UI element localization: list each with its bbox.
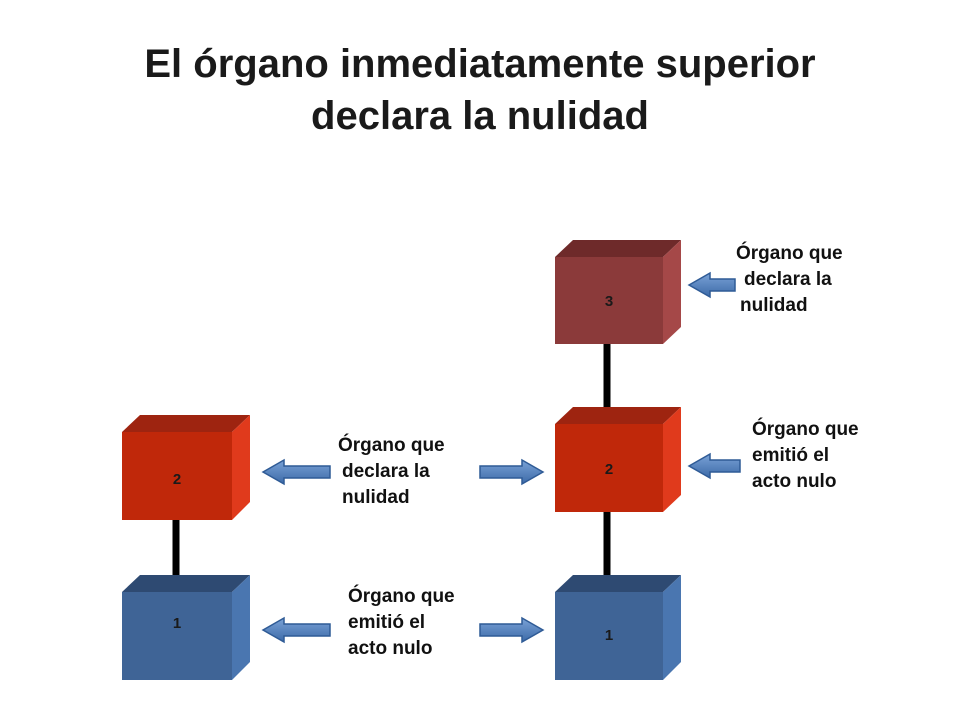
left-arrow-upper [261,458,331,486]
right-top-box: 3 [555,240,681,344]
right-bottom-box: 1 [555,575,681,680]
center-lower-label-line-3: acto nulo [348,638,433,659]
right-arrow-upper [479,458,545,486]
center-lower-label-line-2: emitió el [348,612,426,633]
right-top-box-number: 3 [605,293,613,310]
center-upper-label-line-1: Órgano que [338,435,445,456]
title-line-2: declara la nulidad [311,94,649,138]
left-bottom-box-number: 1 [173,615,181,632]
right-upper-label: Órgano que declara la nulidad [736,241,843,319]
slide-title: El órgano inmediatamente superior declar… [0,38,960,142]
left-bottom-box: 1 [122,575,250,680]
right-upper-label-line-1: Órgano que [736,243,843,264]
right-lower-label-line-1: Órgano que [752,419,859,440]
arrow-to-top-box [687,271,736,299]
right-lower-label: Órgano que emitió el acto nulo [752,417,859,495]
right-lower-label-line-3: acto nulo [752,471,837,492]
right-arrow-lower [479,616,545,644]
center-upper-label: Órgano que declara la nulidad [338,433,445,511]
left-arrow-lower [261,616,331,644]
center-upper-label-line-2: declara la [342,461,430,482]
title-line-1: El órgano inmediatamente superior [144,42,816,86]
right-upper-label-line-2: declara la [744,269,832,290]
center-lower-label-line-1: Órgano que [348,586,455,607]
center-upper-label-line-3: nulidad [342,487,410,508]
right-middle-box-number: 2 [605,461,613,478]
right-middle-box: 2 [555,407,681,512]
left-top-box: 2 [122,415,250,520]
left-top-box-number: 2 [173,471,181,488]
right-upper-label-line-3: nulidad [740,295,808,316]
right-lower-label-line-2: emitió el [752,445,830,466]
right-bottom-box-number: 1 [605,627,613,644]
center-lower-label: Órgano que emitió el acto nulo [348,584,455,662]
arrow-to-middle-box [687,452,741,480]
